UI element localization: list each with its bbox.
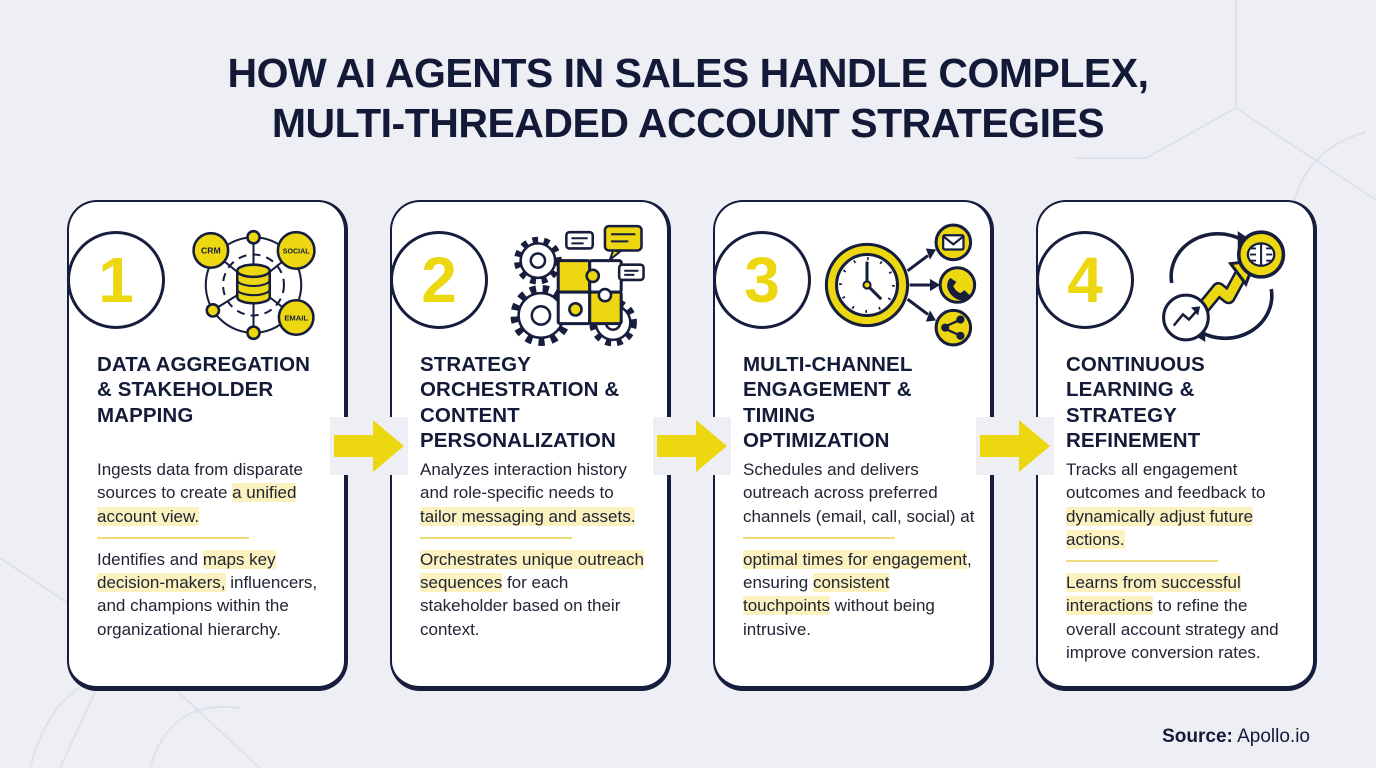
- step-paragraph-1: Schedules and delivers outreach across p…: [743, 460, 975, 526]
- step-title: MULTI-CHANNEL ENGAGEMENT & TIMING OPTIMI…: [743, 353, 913, 453]
- learning-cycle-icon: [1140, 220, 1305, 350]
- step-title: CONTINUOUS LEARNING & STRATEGY REFINEMEN…: [1066, 353, 1205, 453]
- step-paragraph-1: Tracks all engagement outcomes and feedb…: [1066, 460, 1266, 549]
- step-paragraph-2: Learns from successful interactions to r…: [1066, 573, 1279, 662]
- paragraph-divider: [97, 536, 249, 539]
- step-number: 4: [1067, 244, 1103, 316]
- clock-channels-icon: [817, 220, 982, 350]
- right-arrow-icon: [657, 420, 727, 472]
- page-title-line2: MULTI-THREADED ACCOUNT STRATEGIES: [271, 100, 1105, 147]
- page-title: HOW AI AGENTS IN SALES HANDLE COMPLEX, M…: [0, 48, 1376, 148]
- flow-arrow-2: [653, 417, 731, 475]
- step-paragraph-1: Ingests data from disparate sources to c…: [97, 460, 304, 526]
- step-number: 3: [744, 244, 780, 316]
- step-body: Tracks all engagement outcomes and feedb…: [1066, 458, 1298, 664]
- flow-arrow-1: [330, 417, 408, 475]
- steps-row: 1: [67, 200, 1317, 691]
- step-card-3: 3: [713, 200, 994, 691]
- step-body: Ingests data from disparate sources to c…: [97, 458, 329, 641]
- icon-label-crm: CRM: [201, 246, 221, 256]
- step-paragraph-2: optimal times for engagement, ensuring c…: [743, 549, 972, 639]
- step-number: 1: [98, 244, 134, 316]
- source-note: Source: Apollo.io: [1162, 726, 1310, 748]
- page-title-line1: HOW AI AGENTS IN SALES HANDLE COMPLEX,: [227, 50, 1150, 96]
- step-number: 2: [421, 244, 457, 316]
- icon-label-social: SOCIAL: [283, 248, 310, 256]
- step-title: DATA AGGREGATION & STAKEHOLDER MAPPING: [97, 353, 311, 427]
- right-arrow-icon: [334, 420, 404, 472]
- data-network-icon: CRM SOCIAL EMAIL: [171, 220, 336, 350]
- step-number-badge: 4: [1036, 231, 1134, 329]
- step-card-4: 4: [1036, 200, 1317, 691]
- step-card-2: 2: [390, 200, 671, 691]
- puzzle-gears-icon: [494, 220, 659, 350]
- right-arrow-icon: [980, 420, 1050, 472]
- paragraph-divider: [420, 536, 572, 539]
- step-body: Schedules and delivers outreach across p…: [743, 458, 975, 641]
- step-paragraph-2: Identifies and maps key decision-makers,…: [97, 549, 318, 639]
- step-number-badge: 3: [713, 231, 811, 329]
- step-number-badge: 2: [390, 231, 488, 329]
- step-body: Analyzes interaction history and role-sp…: [420, 458, 652, 641]
- icon-label-email: EMAIL: [284, 314, 308, 323]
- flow-arrow-3: [976, 417, 1054, 475]
- step-paragraph-2: Orchestrates unique outreach sequences f…: [420, 549, 644, 639]
- step-number-badge: 1: [67, 231, 165, 329]
- step-paragraph-1: Analyzes interaction history and role-sp…: [420, 460, 636, 526]
- paragraph-divider: [743, 536, 895, 539]
- source-value: Apollo.io: [1237, 726, 1310, 747]
- step-card-1: 1: [67, 200, 348, 691]
- source-label: Source:: [1162, 726, 1233, 747]
- step-title: STRATEGY ORCHESTRATION & CONTENT PERSONA…: [420, 353, 620, 453]
- paragraph-divider: [1066, 560, 1218, 563]
